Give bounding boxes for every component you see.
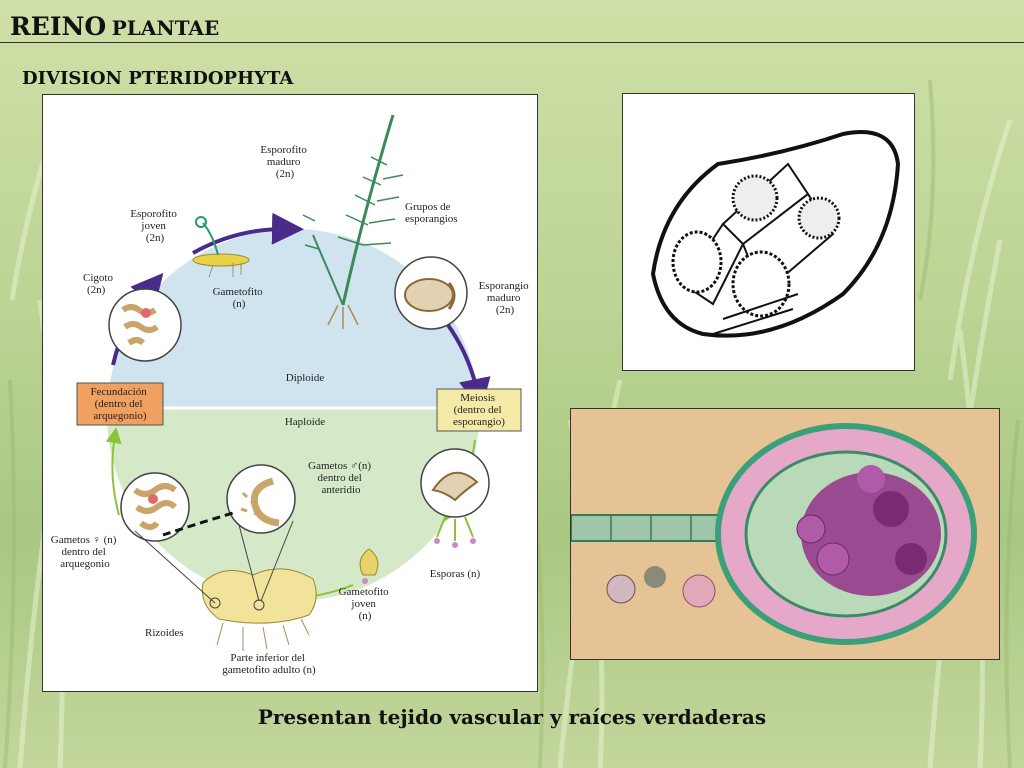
label-cigoto: Cigoto (2n): [83, 272, 116, 296]
fern-life-cycle-diagram: Esporofito maduro (2n) Grupos de esporan…: [42, 94, 538, 692]
label-esporas: Esporas (n): [430, 568, 481, 580]
label-diploide: Diploide: [286, 372, 325, 384]
zygote-inset: [108, 288, 182, 362]
opening-sporangium-inset: [420, 448, 490, 548]
adult-gametophyte-illustration: [201, 568, 317, 651]
arrow-to-mature-sporophyte: [192, 212, 304, 255]
sporangium-sketch: [622, 93, 915, 371]
division-subtitle: DIVISION PTERIDOPHYTA: [22, 68, 294, 89]
title-rule: [0, 42, 1024, 43]
mature-fern-illustration: [302, 114, 404, 329]
fecundacion-box: [76, 382, 164, 426]
label-esporofito-maduro: Esporofito maduro (2n): [260, 144, 309, 180]
sperm-path-arrow: [162, 511, 234, 537]
micrograph-svg: [571, 409, 999, 659]
young-sporophyte-illustration: [192, 216, 250, 278]
archegonium-inset: [120, 472, 190, 542]
young-gametophyte-illustration: [359, 548, 379, 584]
slide-caption: Presentan tejido vascular y raíces verda…: [257, 705, 767, 729]
arrow-haploid-left: [105, 427, 122, 516]
label-parte-inferior: Parte inferior del gametofito adulto (n): [222, 652, 316, 676]
label-gametofito-joven: Gametofito joven (n): [339, 586, 392, 622]
mature-sporangium-inset: [394, 256, 468, 330]
label-gametofito: Gametofito (n): [213, 286, 266, 310]
label-rizoides: Rizoides: [145, 627, 184, 639]
label-gametos-masculinos: Gametos ♂(n) dentro del anteridio: [308, 460, 374, 496]
sketch-svg: [650, 130, 901, 338]
label-esporangio-maduro: Esporangio maduro (2n): [479, 280, 532, 316]
sporangium-micrograph: [570, 408, 1000, 660]
label-grupos-esporangios: Grupos de esporangios: [405, 201, 458, 225]
meiosis-box: [436, 388, 522, 432]
label-haploide: Haploide: [285, 416, 325, 428]
label-gametos-femeninos: Gametos ♀ (n) dentro del arquegonio: [51, 534, 119, 570]
label-fecundacion: Fecundación (dentro del arquegonio): [91, 386, 150, 422]
antheridium-inset: [226, 464, 296, 534]
life-cycle-svg: Esporofito maduro (2n) Grupos de esporan…: [51, 114, 532, 676]
title-rest: PLANTAE: [111, 16, 220, 40]
title-main: REINO: [10, 12, 107, 41]
label-meiosis: Meiosis (dentro del esporangio): [453, 392, 505, 428]
page-title: REINO PLANTAE: [10, 12, 219, 41]
label-esporofito-joven: Esporofito joven (2n): [130, 208, 179, 244]
